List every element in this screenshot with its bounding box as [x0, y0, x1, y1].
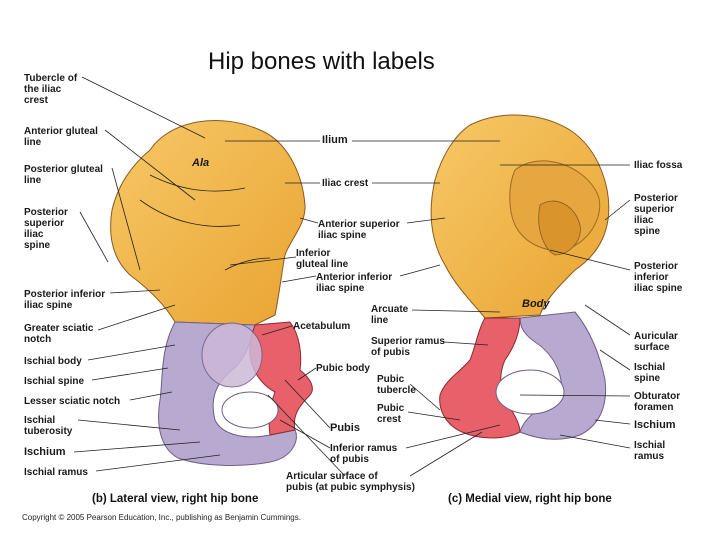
medial-obturator-foramen: [495, 369, 565, 415]
label-ischium-medial: Ischium: [634, 419, 676, 431]
label-ischial-ramus-medial: Ischial ramus: [634, 440, 666, 462]
leader-lines: [73, 76, 631, 477]
label-inferior-gluteal-line: Inferior gluteal line: [296, 248, 349, 270]
label-psis-lateral: Posterior superior iliac spine: [24, 207, 68, 251]
label-piis-lateral: Posterior inferior iliac spine: [24, 289, 106, 311]
label-articular-surface: Articular surface of pubis (at pubic sym…: [286, 471, 415, 493]
label-ischial-tuberosity: Ischial tuberosity: [24, 415, 73, 437]
label-lesser-sciatic-notch: Lesser sciatic notch: [24, 396, 121, 407]
label-piis-medial: Posterior inferior iliac spine: [634, 261, 683, 294]
label-posterior-gluteal-line: Posterior gluteal line: [24, 164, 103, 186]
label-ischial-ramus-lateral: Ischial ramus: [24, 467, 88, 478]
label-superior-ramus-pubis: Superior ramus of pubis: [371, 336, 445, 358]
label-acetabulum: Acetabulum: [293, 321, 351, 332]
lateral-ilium: [110, 120, 306, 326]
label-obturator-foramen: Obturator foramen: [634, 391, 681, 413]
label-ischial-body: Ischial body: [24, 356, 82, 367]
medial-view-bone: [430, 114, 610, 440]
label-tubercle-iliac-crest: Tubercle of the iliac crest: [24, 73, 78, 106]
label-psis-medial: Posterior superior iliac spine: [634, 193, 678, 237]
label-pubic-crest: Pubic crest: [377, 403, 405, 425]
ala-label: Ala: [192, 157, 210, 169]
label-ischium-lateral: Ischium: [24, 446, 66, 458]
label-pubic-tubercle: Pubic tubercle: [377, 374, 416, 396]
subtitle-medial-view: (c) Medial view, right hip bone: [448, 493, 612, 505]
page-title: Hip bones with labels: [208, 48, 435, 75]
subtitle-lateral-view: (b) Lateral view, right hip bone: [92, 493, 259, 505]
label-iliac-fossa: Iliac fossa: [634, 160, 683, 171]
label-inferior-ramus-pubis: Inferior ramus of pubis: [330, 443, 398, 465]
lateral-view-bone: [110, 120, 313, 466]
label-greater-sciatic-notch: Greater sciatic notch: [24, 323, 94, 345]
lateral-obturator-foramen: [221, 391, 279, 429]
medial-pubis: [439, 317, 521, 439]
acetabulum-socket: [201, 322, 263, 388]
label-anterior-gluteal-line: Anterior gluteal line: [24, 126, 98, 148]
label-ischial-spine-medial: Ischial spine: [634, 362, 666, 384]
body-label: Body: [522, 298, 550, 310]
label-arcuate-line: Arcuate line: [371, 304, 409, 326]
label-iliac-crest: Iliac crest: [322, 178, 369, 189]
label-asis: Anterior superior iliac spine: [318, 219, 400, 241]
copyright-notice: Copyright © 2005 Pearson Education, Inc.…: [22, 513, 301, 522]
label-ischial-spine-lateral: Ischial spine: [24, 376, 85, 387]
label-auricular-surface: Auricular surface: [634, 331, 678, 353]
label-pubis: Pubis: [330, 422, 360, 434]
label-pubic-body: Pubic body: [316, 363, 370, 374]
label-aiis: Anterior inferior iliac spine: [316, 272, 393, 294]
label-ilium: Ilium: [322, 134, 348, 146]
